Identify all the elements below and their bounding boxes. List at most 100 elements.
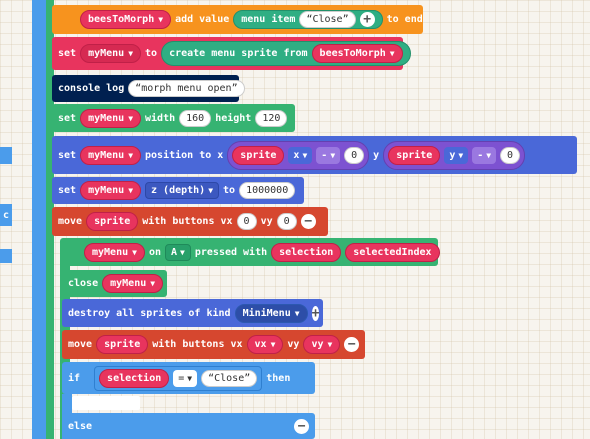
var-mymenu[interactable]: myMenu▼ xyxy=(80,44,142,63)
move-label: move xyxy=(68,339,93,350)
minus-icon[interactable]: − xyxy=(300,214,316,229)
sprite-var[interactable]: sprite xyxy=(96,335,149,354)
dropdown-arrow-icon: ▼ xyxy=(187,373,193,383)
destroy-sprites-block[interactable]: destroy all sprites of kind MiniMenu▼ + xyxy=(62,299,323,327)
else-label: else xyxy=(68,420,93,432)
var-bees-to-morph-1[interactable]: beesToMorph▼ xyxy=(80,10,172,29)
var-mymenu[interactable]: myMenu▼ xyxy=(84,242,145,262)
else-block[interactable]: else − xyxy=(62,413,315,439)
set-label: set xyxy=(58,112,77,124)
quote-icon: “ xyxy=(208,372,215,384)
move-buttons-block-2[interactable]: move sprite with buttons vx vx▼ vy vy▼ − xyxy=(62,330,365,359)
y-expression[interactable]: sprite y▼ -▼ 0 xyxy=(383,140,526,170)
z-depth-dropdown[interactable]: z (depth)▼ xyxy=(145,182,220,199)
close-compare-input[interactable]: “Close” xyxy=(201,369,258,387)
x-offset-input[interactable]: 0 xyxy=(344,146,365,164)
dropdown-arrow-icon: ▼ xyxy=(150,279,156,288)
vy-var[interactable]: vy▼ xyxy=(303,335,341,354)
create-menu-sprite-call[interactable]: create menu sprite from beesToMorph▼ xyxy=(161,41,411,66)
vy-input[interactable]: 0 xyxy=(276,213,297,230)
to-end-label: to end xyxy=(386,14,423,25)
outer-c-block-arm[interactable] xyxy=(32,0,46,439)
dropdown-arrow-icon: ▼ xyxy=(294,308,300,318)
left-edge-block-top[interactable] xyxy=(0,147,12,164)
set-label: set xyxy=(58,48,77,59)
dropdown-arrow-icon: ▼ xyxy=(132,247,137,257)
with-buttons-label: with buttons vx xyxy=(152,339,243,350)
dropdown-arrow-icon: ▼ xyxy=(458,150,464,160)
console-text-input[interactable]: “morph menu open” xyxy=(128,80,245,97)
width-input[interactable]: 160 xyxy=(179,109,212,127)
minus-op-dropdown[interactable]: -▼ xyxy=(316,146,341,164)
dropdown-arrow-icon: ▼ xyxy=(208,186,214,195)
minus-icon[interactable]: − xyxy=(294,418,309,434)
quote-icon: ” xyxy=(342,14,349,25)
set-size-block[interactable]: set myMenu▼ width 160 height 120 xyxy=(52,104,295,132)
vy-label: vy xyxy=(287,339,300,350)
vx-var[interactable]: vx▼ xyxy=(246,335,284,354)
sprite-var-1[interactable]: sprite xyxy=(232,145,285,165)
sprite-var-2[interactable]: sprite xyxy=(388,145,441,165)
create-menu-label: create menu sprite from xyxy=(169,48,308,59)
position-label: position to x xyxy=(145,149,224,161)
y-offset-input[interactable]: 0 xyxy=(500,146,521,164)
var-bees-to-morph-2[interactable]: beesToMorph▼ xyxy=(311,44,403,63)
kind-dropdown[interactable]: MiniMenu▼ xyxy=(234,303,308,323)
then-label: then xyxy=(266,372,291,384)
outer-c-block-arm-inner[interactable] xyxy=(46,0,54,439)
selected-index-param[interactable]: selectedIndex xyxy=(345,242,440,262)
close-menu-block[interactable]: close myMenu▼ xyxy=(62,270,167,297)
set-label: set xyxy=(58,149,77,161)
to-label: to xyxy=(145,48,158,59)
set-mymenu-block[interactable]: set myMenu▼ to create menu sprite from b… xyxy=(52,37,411,70)
width-label: width xyxy=(145,112,176,124)
y-prop-dropdown[interactable]: y▼ xyxy=(444,146,469,164)
close-label: close xyxy=(68,278,99,289)
dropdown-arrow-icon: ▼ xyxy=(128,186,134,195)
var-mymenu[interactable]: myMenu▼ xyxy=(80,145,142,165)
if-empty-slot[interactable] xyxy=(72,396,140,410)
selection-param[interactable]: selection xyxy=(271,242,342,262)
selection-var[interactable]: selection xyxy=(99,368,170,388)
var-mymenu[interactable]: myMenu▼ xyxy=(102,274,164,293)
y-label: y xyxy=(373,149,380,161)
dropdown-arrow-icon: ▼ xyxy=(128,49,134,58)
button-dropdown[interactable]: A▼ xyxy=(165,243,191,261)
on-label: on xyxy=(148,246,161,258)
plus-icon[interactable]: + xyxy=(311,305,320,321)
left-snippet-text: c xyxy=(3,209,10,221)
equals-op-dropdown[interactable]: =▼ xyxy=(173,369,198,387)
on-button-pressed-block[interactable]: myMenu▼ on A▼ pressed with selection sel… xyxy=(60,238,440,266)
dropdown-arrow-icon: ▼ xyxy=(128,113,134,123)
close-text-input[interactable]: “Close” xyxy=(299,11,356,28)
sprite-var[interactable]: sprite xyxy=(86,212,139,231)
x-expression[interactable]: sprite x▼ -▼ 0 xyxy=(227,140,370,170)
dropdown-arrow-icon: ▼ xyxy=(389,49,395,58)
plus-icon[interactable]: + xyxy=(359,12,375,27)
minus-op-dropdown-2[interactable]: -▼ xyxy=(472,146,497,164)
dropdown-arrow-icon: ▼ xyxy=(158,15,164,24)
move-buttons-block-1[interactable]: move sprite with buttons vx 0 vy 0 − xyxy=(52,207,328,236)
left-edge-block-snippet[interactable]: c xyxy=(0,204,12,226)
add-value-block[interactable]: beesToMorph▼ add value menu item “Close”… xyxy=(52,5,423,34)
set-position-block[interactable]: set myMenu▼ position to x sprite x▼ -▼ 0… xyxy=(52,136,577,174)
left-edge-block-bottom[interactable] xyxy=(0,249,12,263)
dropdown-arrow-icon: ▼ xyxy=(128,150,134,160)
x-prop-dropdown[interactable]: x▼ xyxy=(288,146,313,164)
destroy-label: destroy all sprites of kind xyxy=(68,307,231,319)
if-block[interactable]: if selection =▼ “Close” then xyxy=(62,362,315,394)
minus-icon[interactable]: − xyxy=(344,337,359,352)
height-input[interactable]: 120 xyxy=(255,109,288,127)
vx-input[interactable]: 0 xyxy=(236,213,257,230)
dropdown-arrow-icon: ▼ xyxy=(330,150,336,160)
z-value-input[interactable]: 1000000 xyxy=(239,182,296,199)
console-log-block[interactable]: console log “morph menu open” xyxy=(52,75,245,102)
var-mymenu[interactable]: myMenu▼ xyxy=(80,181,142,200)
set-z-block[interactable]: set myMenu▼ z (depth)▼ to 1000000 xyxy=(52,177,304,204)
set-label: set xyxy=(58,185,77,196)
quote-icon: ” xyxy=(244,372,251,384)
compare-expression[interactable]: selection =▼ “Close” xyxy=(94,365,263,391)
menu-item-call[interactable]: menu item “Close” + xyxy=(233,10,383,29)
console-log-label: console log xyxy=(58,83,125,94)
var-mymenu[interactable]: myMenu▼ xyxy=(80,108,142,128)
